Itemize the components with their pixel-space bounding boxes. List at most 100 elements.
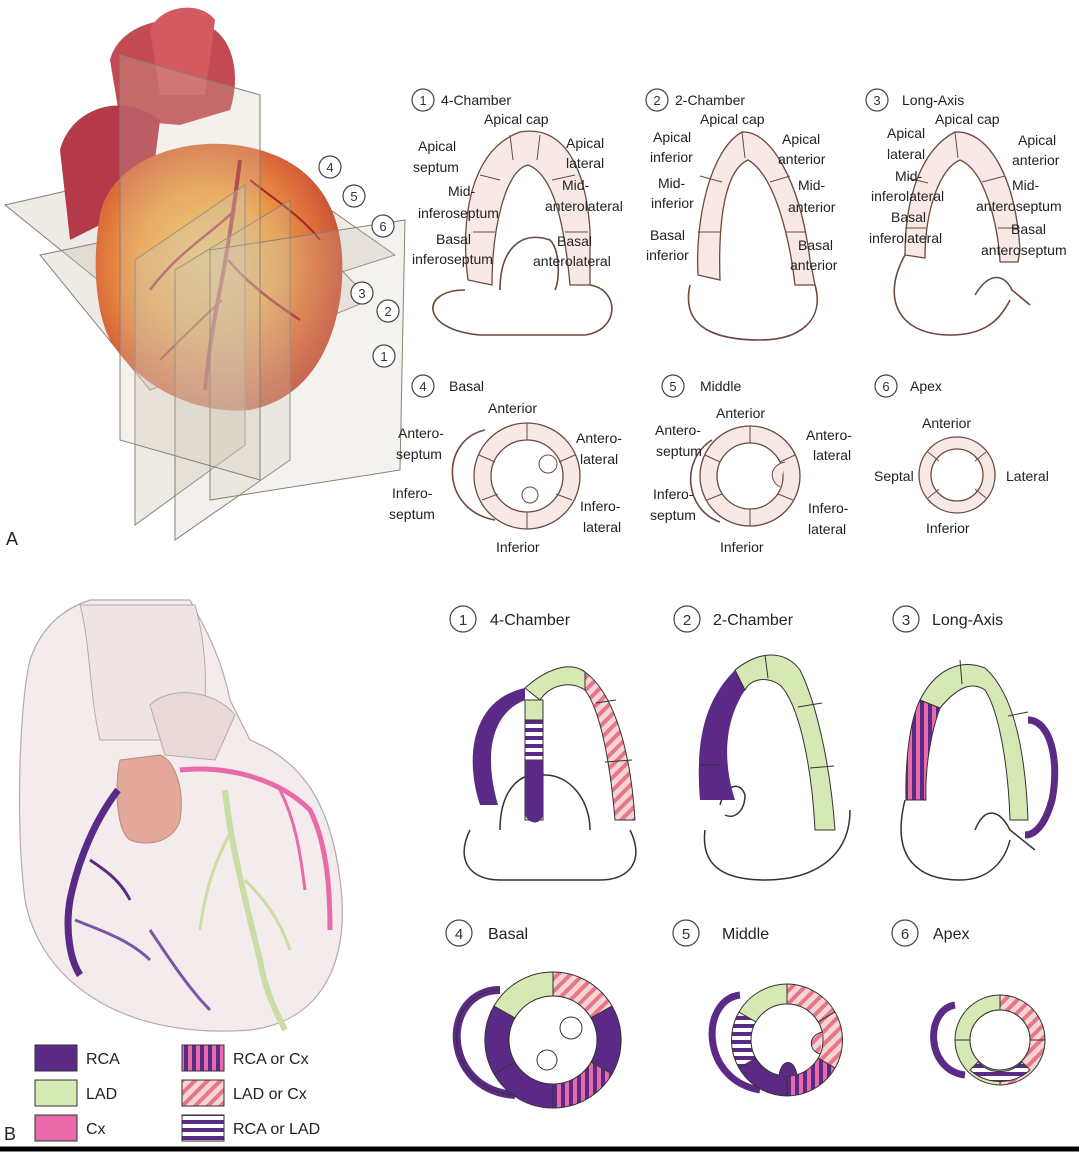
panel-b: B RCA LAD Cx RCA or Cx LAD or Cx bbox=[0, 599, 1079, 1152]
svg-text:anterolateral: anterolateral bbox=[533, 253, 611, 269]
svg-text:Apical: Apical bbox=[653, 129, 691, 145]
svg-text:Mid-: Mid- bbox=[798, 177, 826, 193]
legend-item-rca-or-lad: RCA or LAD bbox=[181, 1114, 320, 1142]
svg-text:Basal: Basal bbox=[798, 237, 833, 253]
svg-text:RCA: RCA bbox=[86, 1051, 120, 1068]
view-a-4-chamber: 1 4-Chamber Apical cap Apical septum Api… bbox=[411, 88, 623, 336]
svg-text:Basal: Basal bbox=[557, 233, 592, 249]
svg-text:Lateral: Lateral bbox=[1006, 468, 1049, 484]
svg-text:6: 6 bbox=[901, 926, 909, 943]
lad-vessel bbox=[222, 789, 288, 1032]
svg-text:Long-Axis: Long-Axis bbox=[902, 92, 964, 108]
svg-text:lateral: lateral bbox=[808, 521, 846, 537]
svg-text:Basal: Basal bbox=[891, 209, 926, 225]
svg-text:Infero-: Infero- bbox=[580, 498, 621, 514]
svg-text:lateral: lateral bbox=[566, 155, 604, 171]
rca-vessel bbox=[64, 787, 121, 977]
svg-text:Inferior: Inferior bbox=[720, 539, 764, 555]
svg-text:2: 2 bbox=[384, 304, 391, 319]
svg-text:inferior: inferior bbox=[646, 247, 689, 263]
svg-text:Septal: Septal bbox=[874, 468, 914, 484]
svg-text:5: 5 bbox=[350, 189, 357, 204]
svg-text:anterolateral: anterolateral bbox=[545, 198, 623, 214]
svg-text:2-Chamber: 2-Chamber bbox=[713, 612, 794, 629]
svg-text:4: 4 bbox=[419, 379, 426, 394]
svg-text:Apical: Apical bbox=[566, 135, 604, 151]
svg-text:inferoseptum: inferoseptum bbox=[412, 251, 493, 267]
svg-text:lateral: lateral bbox=[887, 146, 925, 162]
svg-text:4-Chamber: 4-Chamber bbox=[441, 92, 511, 108]
svg-text:Anterior: Anterior bbox=[716, 405, 765, 421]
svg-text:inferolateral: inferolateral bbox=[871, 188, 944, 204]
svg-text:Cx: Cx bbox=[86, 1121, 106, 1138]
svg-text:Apical: Apical bbox=[418, 138, 456, 154]
svg-text:Mid-: Mid- bbox=[895, 168, 923, 184]
heart-illustration-b bbox=[18, 599, 343, 1032]
svg-text:Basal: Basal bbox=[449, 378, 484, 394]
svg-text:inferoseptum: inferoseptum bbox=[418, 205, 499, 221]
plane-number-6: 6 bbox=[371, 214, 395, 238]
svg-text:5: 5 bbox=[669, 379, 676, 394]
view-b-4-chamber: 1 4-Chamber bbox=[449, 605, 637, 881]
plane-number-3: 3 bbox=[350, 281, 374, 305]
svg-text:Basal: Basal bbox=[650, 227, 685, 243]
svg-text:lateral: lateral bbox=[813, 447, 851, 463]
view-a-2-chamber: 2 2-Chamber Apical cap Apical inferior A… bbox=[645, 88, 838, 341]
svg-text:Anterior: Anterior bbox=[488, 400, 537, 416]
heart-illustration-a bbox=[0, 0, 406, 541]
svg-text:septum: septum bbox=[413, 159, 459, 175]
svg-text:Apex: Apex bbox=[933, 926, 969, 943]
svg-text:4: 4 bbox=[326, 160, 333, 175]
svg-text:Anterior: Anterior bbox=[922, 415, 971, 431]
panel-a-letter: A bbox=[6, 529, 18, 549]
svg-text:Mid-: Mid- bbox=[448, 183, 476, 199]
svg-text:1: 1 bbox=[419, 93, 426, 108]
svg-text:LAD or Cx: LAD or Cx bbox=[233, 1086, 307, 1103]
panel-b-letter: B bbox=[4, 1124, 16, 1144]
svg-text:1: 1 bbox=[459, 612, 467, 629]
svg-text:septum: septum bbox=[389, 506, 435, 522]
svg-text:LAD: LAD bbox=[86, 1086, 117, 1103]
legend: RCA LAD Cx RCA or Cx LAD or Cx RCA or LA… bbox=[34, 1044, 320, 1142]
plane-number-1: 1 bbox=[372, 344, 396, 368]
svg-text:inferior: inferior bbox=[651, 195, 694, 211]
svg-text:Infero-: Infero- bbox=[808, 500, 849, 516]
view-b-apex: 6 Apex bbox=[891, 919, 1046, 1086]
svg-text:Inferior: Inferior bbox=[496, 539, 540, 555]
view-b-long-axis: 3 Long-Axis bbox=[892, 605, 1059, 881]
svg-text:anterior: anterior bbox=[788, 199, 836, 215]
svg-text:Basal: Basal bbox=[1011, 221, 1046, 237]
plane-number-5: 5 bbox=[342, 184, 366, 208]
svg-text:Antero-: Antero- bbox=[576, 430, 622, 446]
svg-text:Apical cap: Apical cap bbox=[700, 111, 765, 127]
svg-text:6: 6 bbox=[379, 219, 386, 234]
svg-text:Apical: Apical bbox=[1018, 132, 1056, 148]
svg-text:Basal: Basal bbox=[436, 231, 471, 247]
cx-vessel bbox=[179, 766, 333, 931]
legend-item-rca: RCA bbox=[34, 1044, 120, 1072]
svg-text:Antero-: Antero- bbox=[655, 422, 701, 438]
svg-text:RCA or LAD: RCA or LAD bbox=[233, 1121, 320, 1138]
legend-item-rca-or-cx: RCA or Cx bbox=[181, 1044, 309, 1072]
svg-text:Mid-: Mid- bbox=[658, 175, 686, 191]
view-a-apex: 6 Apex Anterior Septal Lateral Inferior bbox=[874, 374, 1049, 536]
svg-text:septum: septum bbox=[650, 507, 696, 523]
legend-item-cx: Cx bbox=[34, 1114, 106, 1142]
svg-text:Infero-: Infero- bbox=[653, 486, 694, 502]
legend-item-lad-or-cx: LAD or Cx bbox=[181, 1079, 307, 1107]
svg-text:2-Chamber: 2-Chamber bbox=[675, 92, 745, 108]
svg-text:Apical: Apical bbox=[887, 125, 925, 141]
svg-text:Infero-: Infero- bbox=[392, 485, 433, 501]
svg-text:lateral: lateral bbox=[580, 451, 618, 467]
svg-text:Mid-: Mid- bbox=[562, 177, 590, 193]
svg-text:2: 2 bbox=[653, 93, 660, 108]
svg-text:Apical cap: Apical cap bbox=[935, 111, 1000, 127]
plane-number-2: 2 bbox=[376, 299, 400, 323]
svg-text:Long-Axis: Long-Axis bbox=[932, 612, 1003, 629]
view-a-basal: 4 Basal Anterior Antero- septum Antero- … bbox=[389, 374, 622, 555]
view-b-2-chamber: 2 2-Chamber bbox=[673, 605, 851, 881]
svg-text:4: 4 bbox=[455, 926, 463, 943]
svg-text:3: 3 bbox=[873, 93, 880, 108]
svg-text:Mid-: Mid- bbox=[1012, 177, 1040, 193]
svg-text:1: 1 bbox=[380, 349, 387, 364]
